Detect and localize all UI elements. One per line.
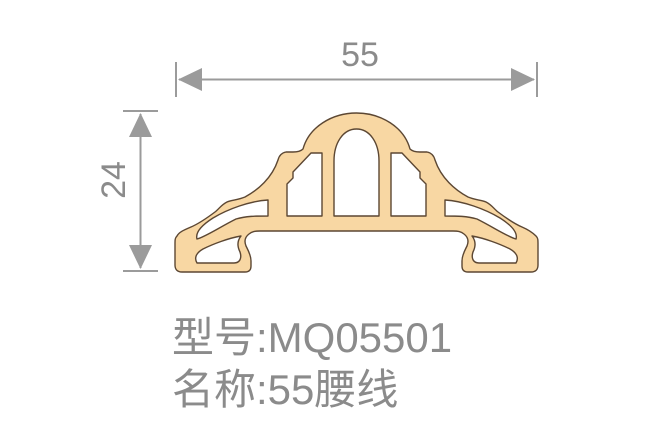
name-label: 名称:55腰线 — [172, 366, 399, 413]
caption: 型号:MQ05501 名称:55腰线 — [172, 312, 452, 416]
height-dimension — [123, 110, 158, 272]
width-dimension — [175, 62, 538, 97]
height-dim-label: 24 — [95, 161, 133, 199]
molding-profile-shape — [174, 112, 539, 273]
height-dim-arrow-down-icon — [129, 245, 152, 269]
width-dim-arrow-left-icon — [178, 68, 202, 91]
width-dim-label: 55 — [341, 36, 379, 74]
model-label: 型号:MQ05501 — [172, 314, 453, 361]
width-dim-arrow-right-icon — [511, 68, 535, 91]
height-dim-arrow-up-icon — [129, 113, 152, 137]
